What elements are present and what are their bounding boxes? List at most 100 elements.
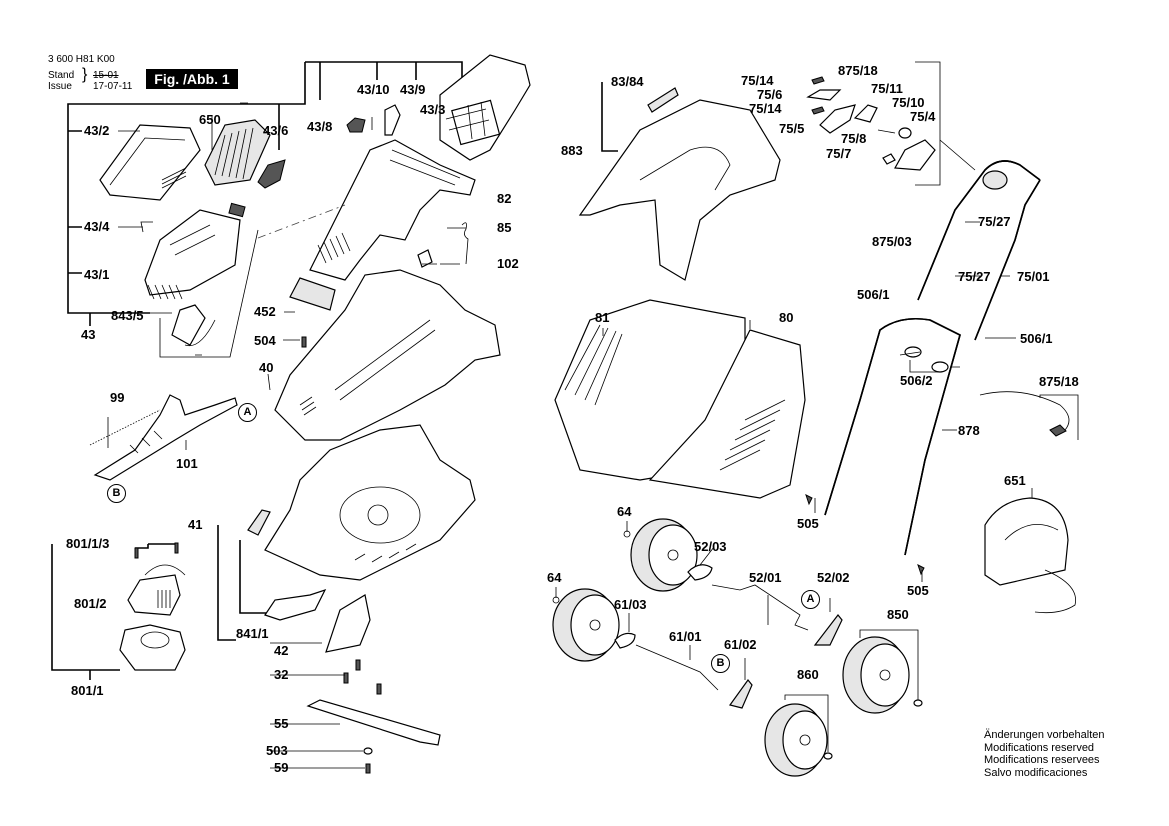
issue-date: 17-07-11 — [93, 81, 133, 92]
part-61-03 — [614, 632, 636, 649]
label-875-18-bottom[interactable]: 875/18 — [1039, 374, 1079, 389]
label-82[interactable]: 82 — [497, 191, 512, 206]
label-506-2[interactable]: 506/2 — [900, 373, 933, 388]
label-43-1[interactable]: 43/1 — [84, 267, 110, 282]
label-83-84[interactable]: 83/84 — [611, 74, 644, 89]
label-101[interactable]: 101 — [176, 456, 198, 471]
label-81[interactable]: 81 — [595, 310, 610, 325]
label-43[interactable]: 43 — [81, 327, 96, 342]
part-75-7 — [882, 153, 896, 165]
label-75-4[interactable]: 75/4 — [910, 109, 936, 124]
part-wheel-front-left — [552, 588, 620, 662]
label-503[interactable]: 503 — [266, 743, 288, 758]
label-102[interactable]: 102 — [497, 256, 519, 271]
part-75-10 — [898, 127, 912, 139]
label-75-01[interactable]: 75/01 — [1017, 269, 1050, 284]
label-43-4[interactable]: 43/4 — [84, 219, 110, 234]
part-43-6 — [257, 159, 286, 189]
label-875-18-top[interactable]: 875/18 — [838, 63, 878, 78]
label-843-5[interactable]: 843/5 — [111, 308, 144, 323]
label-42[interactable]: 42 — [274, 643, 289, 658]
part-102-clip — [417, 249, 433, 268]
part-61-02-lever — [728, 679, 753, 709]
label-80[interactable]: 80 — [779, 310, 794, 325]
label-650[interactable]: 650 — [199, 112, 221, 127]
label-878[interactable]: 878 — [958, 423, 980, 438]
stand-label: Stand — [48, 70, 75, 81]
part-75-6 — [806, 89, 842, 101]
label-506-1-left[interactable]: 506/1 — [857, 287, 890, 302]
part-52-01-axle — [711, 584, 809, 631]
label-61-01[interactable]: 61/01 — [669, 629, 702, 644]
label-43-9[interactable]: 43/9 — [400, 82, 426, 97]
label-875-03[interactable]: 875/03 — [872, 234, 912, 249]
note-line-de: Änderungen vorbehalten — [984, 729, 1105, 741]
label-75-10[interactable]: 75/10 — [892, 95, 925, 110]
callout-b-left[interactable]: B — [107, 484, 126, 503]
label-43-2[interactable]: 43/2 — [84, 123, 110, 138]
label-52-02[interactable]: 52/02 — [817, 570, 850, 585]
label-75-7[interactable]: 75/7 — [826, 146, 852, 161]
label-883[interactable]: 883 — [561, 143, 583, 158]
label-506-1-right[interactable]: 506/1 — [1020, 331, 1053, 346]
label-801-1-3[interactable]: 801/1/3 — [66, 536, 110, 551]
label-75-8[interactable]: 75/8 — [841, 131, 867, 146]
label-85[interactable]: 85 — [497, 220, 512, 235]
part-99-spring — [89, 409, 161, 446]
label-75-27-upper[interactable]: 75/27 — [978, 214, 1011, 229]
part-101-lever — [93, 394, 238, 481]
part-85-spring — [461, 222, 469, 265]
label-43-6[interactable]: 43/6 — [263, 123, 289, 138]
label-801-2[interactable]: 801/2 — [74, 596, 107, 611]
label-504[interactable]: 504 — [254, 333, 276, 348]
label-75-6[interactable]: 75/6 — [757, 87, 783, 102]
part-80-outer-box — [648, 329, 806, 499]
label-505-lower[interactable]: 505 — [907, 583, 929, 598]
part-43-1-switch-box — [144, 202, 246, 300]
label-75-14-bottom[interactable]: 75/14 — [749, 101, 782, 116]
part-43-8 — [346, 117, 366, 133]
part-843-5 — [171, 304, 216, 347]
callout-b-right[interactable]: B — [711, 654, 730, 673]
label-505-upper[interactable]: 505 — [797, 516, 819, 531]
label-52-03[interactable]: 52/03 — [694, 539, 727, 554]
label-52-01[interactable]: 52/01 — [749, 570, 782, 585]
label-75-14-top[interactable]: 75/14 — [741, 73, 774, 88]
part-801-2-board — [127, 564, 186, 616]
callout-a-right[interactable]: A — [801, 590, 820, 609]
label-43-8[interactable]: 43/8 — [307, 119, 333, 134]
label-75-5[interactable]: 75/5 — [779, 121, 805, 136]
label-61-03[interactable]: 61/03 — [614, 597, 647, 612]
label-55[interactable]: 55 — [274, 716, 289, 731]
part-52-03 — [687, 564, 713, 581]
label-452[interactable]: 452 — [254, 304, 276, 319]
label-43-10[interactable]: 43/10 — [357, 82, 390, 97]
note-line-es: Salvo modificaciones — [984, 766, 1088, 779]
part-883-catcher-lid — [578, 99, 781, 281]
label-850[interactable]: 850 — [887, 607, 909, 622]
callout-a-left[interactable]: A — [238, 403, 257, 422]
label-841-1[interactable]: 841/1 — [236, 626, 269, 641]
label-59[interactable]: 59 — [274, 760, 289, 775]
part-55-blade — [306, 699, 441, 746]
part-75-5 — [819, 104, 856, 134]
label-64-rear[interactable]: 64 — [617, 504, 632, 519]
label-860[interactable]: 860 — [797, 667, 819, 682]
part-43-2-cover — [99, 124, 201, 201]
part-801-1-motor — [119, 624, 186, 671]
part-wheel-860 — [764, 703, 828, 777]
label-64-front[interactable]: 64 — [547, 570, 562, 585]
note-line-fr: Modifications reservees — [984, 754, 1100, 766]
label-801-1[interactable]: 801/1 — [71, 683, 104, 698]
label-99[interactable]: 99 — [110, 390, 125, 405]
label-43-3[interactable]: 43/3 — [420, 102, 446, 117]
label-61-02[interactable]: 61/02 — [724, 637, 757, 652]
label-75-27-lower[interactable]: 75/27 — [958, 269, 991, 284]
label-651[interactable]: 651 — [1004, 473, 1026, 488]
label-41[interactable]: 41 — [188, 517, 203, 532]
label-32[interactable]: 32 — [274, 667, 289, 682]
part-650-battery — [204, 119, 271, 186]
label-40[interactable]: 40 — [259, 360, 274, 375]
label-75-11[interactable]: 75/11 — [871, 81, 903, 96]
